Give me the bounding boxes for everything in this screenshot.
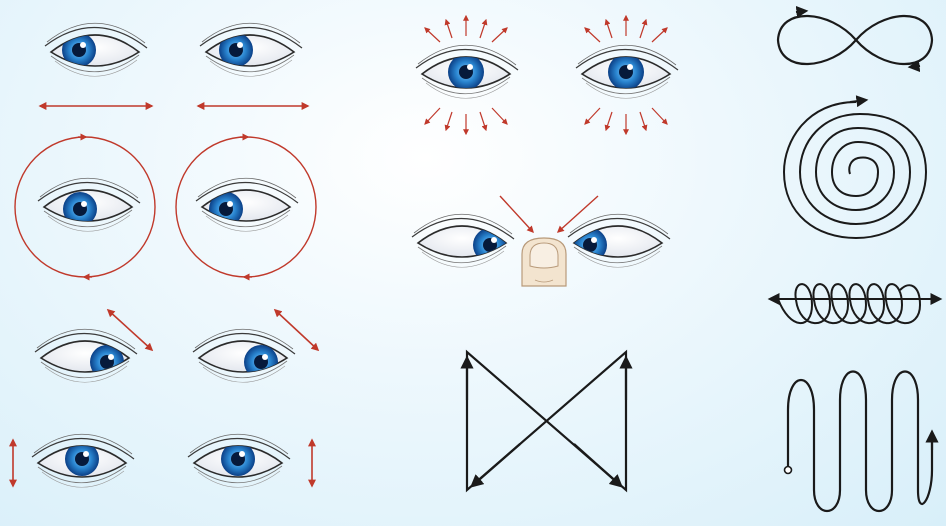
panel-zigzag-trace	[785, 372, 933, 512]
panel-eye-squeeze-widen	[416, 16, 678, 134]
panel-bowtie-trace	[467, 352, 626, 490]
diagonal-arrow-icon	[108, 310, 152, 350]
panel-spiral-trace	[784, 100, 926, 238]
panel-look-left-right	[40, 23, 308, 106]
eye-diagonal-right	[193, 329, 295, 382]
eye-right-looking-left	[200, 23, 302, 76]
diagonal-arrow-icon	[275, 310, 318, 350]
panel-focus-on-thumb	[412, 196, 670, 286]
wave-path-icon	[788, 372, 932, 512]
eye-widened-left	[416, 45, 518, 98]
eye-diagonal-left	[35, 329, 137, 382]
eye-widened-right	[576, 45, 678, 98]
path-start-dot	[785, 467, 792, 474]
panel-circular-eye-rotation	[15, 137, 316, 277]
panel-loop-trace	[770, 284, 940, 323]
eye-looking-center-left	[32, 434, 134, 487]
eye-rotating-right	[196, 178, 298, 231]
eye-rotating-left	[38, 178, 140, 231]
eye-left-looking-left	[45, 23, 147, 76]
eye-converging-left	[412, 214, 514, 267]
eye-looking-center-right	[188, 434, 290, 487]
panel-figure-eight-trace	[778, 11, 932, 67]
infinity-path-icon	[778, 16, 932, 64]
panel-look-up-down	[13, 434, 312, 487]
panel-diagonal-look	[35, 310, 318, 382]
spiral-path-icon	[784, 102, 926, 238]
coil-path-icon	[778, 284, 920, 323]
eye-converging-right	[568, 214, 670, 267]
thumb-icon	[522, 238, 566, 286]
